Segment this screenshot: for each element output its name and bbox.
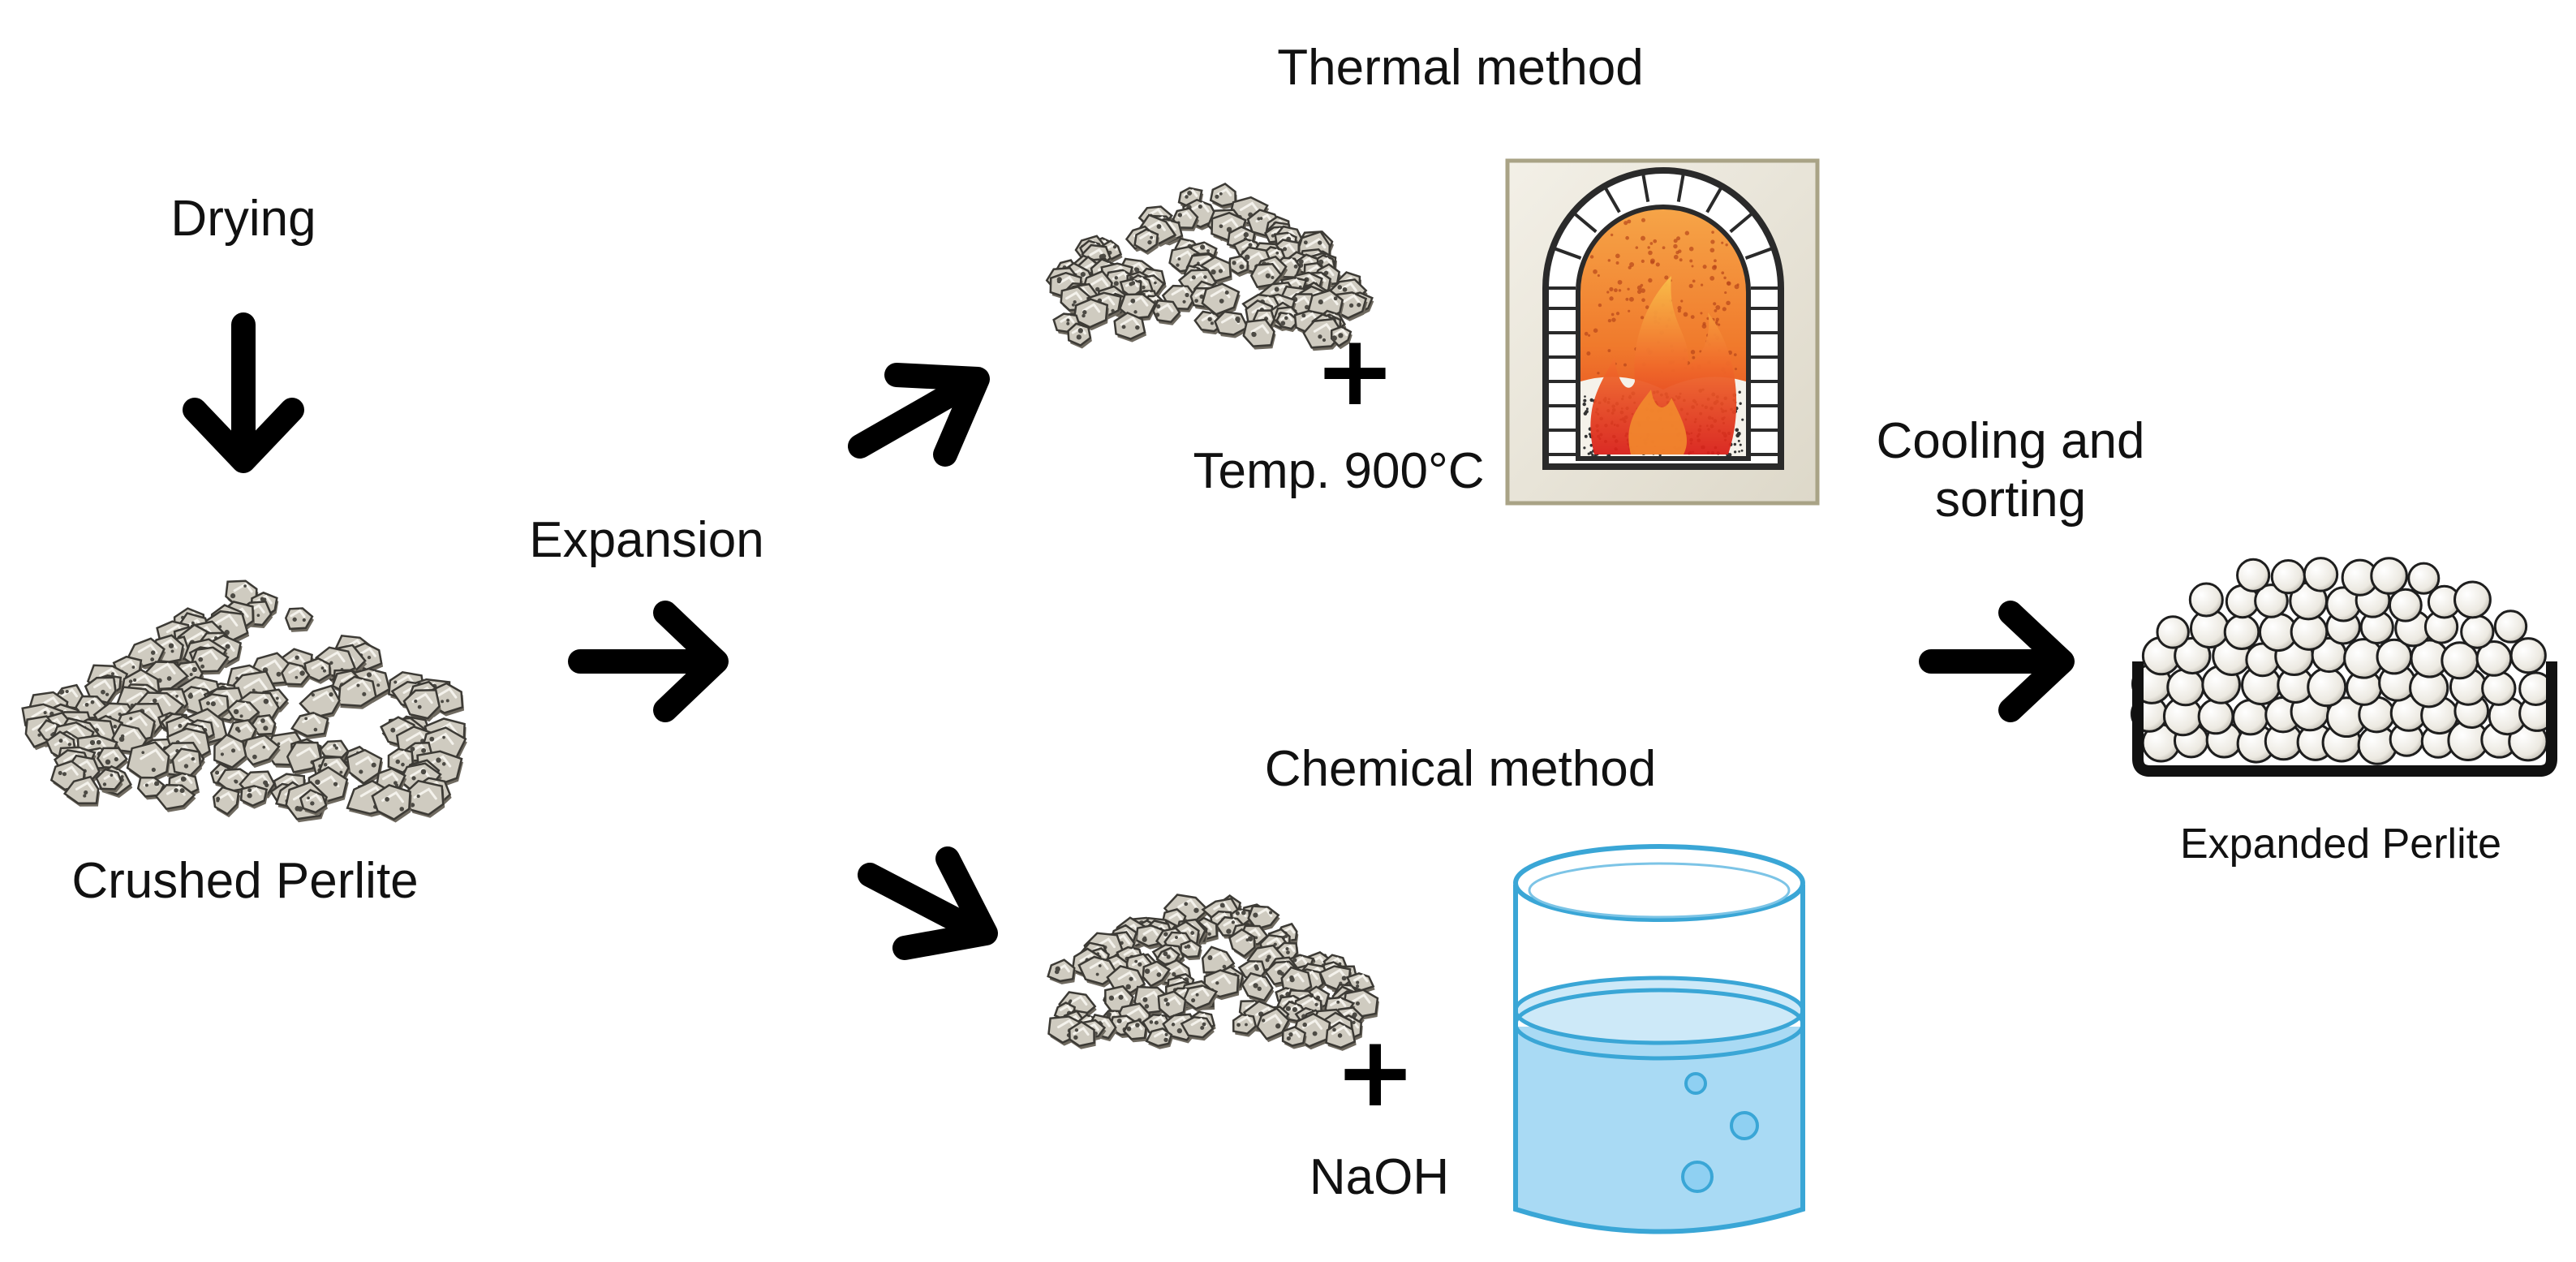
plus-thermal-icon: +	[1314, 315, 1396, 428]
furnace-speckles	[1584, 218, 1740, 375]
arrow-to-thermal	[848, 363, 990, 467]
beaker-icon	[1513, 844, 1805, 1234]
thermal-perlite-icon	[1045, 183, 1374, 351]
drying-label: Drying	[170, 191, 316, 247]
furnace-bricks	[1547, 174, 1779, 456]
chemical-method-title: Chemical method	[1264, 741, 1657, 797]
perlite-pearls	[2130, 557, 2557, 765]
arrow-cooling-right	[1919, 601, 2075, 722]
expanded-perlite-icon	[2130, 557, 2557, 777]
arrow-to-chemical	[858, 846, 998, 960]
furnace-icon	[1505, 158, 1820, 506]
naoh-label: NaOH	[1309, 1149, 1450, 1205]
temperature-label: Temp. 900°C	[1193, 443, 1485, 499]
arrow-drying-down	[183, 312, 304, 473]
expanded-perlite-label: Expanded Perlite	[2179, 821, 2502, 868]
cooling-sorting-label: Cooling and sorting	[1876, 413, 2145, 528]
arrow-expansion-right	[568, 601, 729, 722]
expansion-label: Expansion	[529, 512, 764, 568]
crushed-perlite-icon	[21, 579, 467, 823]
chemical-perlite-icon	[1047, 894, 1379, 1051]
crushed-perlite-label: Crushed Perlite	[71, 853, 419, 909]
plus-chemical-icon: +	[1334, 1016, 1417, 1129]
thermal-method-title: Thermal method	[1277, 40, 1644, 96]
